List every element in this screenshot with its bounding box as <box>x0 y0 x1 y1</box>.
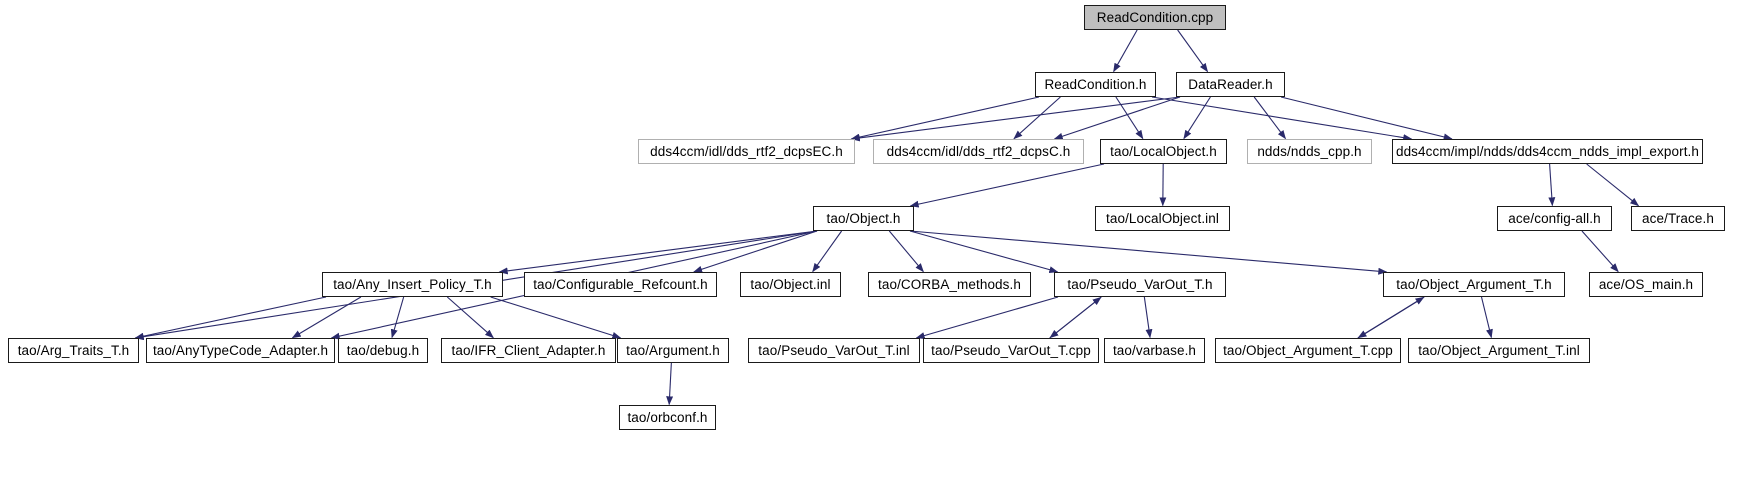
graph-node-tao-ifr-client-adapter-h[interactable]: tao/IFR_Client_Adapter.h <box>441 338 616 363</box>
graph-node-tao-object-inl[interactable]: tao/Object.inl <box>740 272 841 297</box>
graph-edge <box>909 230 1388 275</box>
graph-edge <box>915 296 1059 339</box>
graph-edge <box>1053 96 1181 140</box>
graph-edge <box>1480 296 1493 339</box>
graph-node-tao-corba-methods-h[interactable]: tao/CORBA_methods.h <box>868 272 1031 297</box>
graph-node-tao-pseudo-varout-t-inl[interactable]: tao/Pseudo_VarOut_T.inl <box>748 338 920 363</box>
graph-node-tao-localobject-inl[interactable]: tao/LocalObject.inl <box>1095 206 1230 231</box>
graph-edge <box>1013 96 1061 140</box>
graph-node-tao-arg-traits-t-h[interactable]: tao/Arg_Traits_T.h <box>8 338 139 363</box>
graph-edge <box>1548 163 1556 207</box>
graph-node-label: ace/config-all.h <box>1508 210 1601 226</box>
graph-node-label: tao/Argument.h <box>626 342 720 358</box>
graph-node-label: ReadCondition.cpp <box>1096 9 1214 25</box>
graph-edge <box>1049 296 1102 339</box>
graph-node-ndds-ndds-cpp-h[interactable]: ndds/ndds_cpp.h <box>1247 139 1372 164</box>
graph-node-label: tao/IFR_Client_Adapter.h <box>451 342 606 358</box>
graph-node-label: tao/Pseudo_VarOut_T.h <box>1067 276 1213 292</box>
graph-node-label: ndds/ndds_cpp.h <box>1257 143 1362 159</box>
graph-node-tao-varbase-h[interactable]: tao/varbase.h <box>1104 338 1205 363</box>
graph-node-label: tao/Object_Argument_T.cpp <box>1223 342 1393 358</box>
graph-node-tao-debug-h[interactable]: tao/debug.h <box>338 338 428 363</box>
graph-edge <box>1581 230 1619 273</box>
graph-node-ace-os-main-h[interactable]: ace/OS_main.h <box>1589 272 1703 297</box>
graph-edge <box>812 230 843 273</box>
graph-node-readcondition-cpp[interactable]: ReadCondition.cpp <box>1084 5 1226 30</box>
graph-node-label: tao/Arg_Traits_T.h <box>17 342 130 358</box>
graph-node-label: tao/CORBA_methods.h <box>878 276 1021 292</box>
graph-node-label: tao/Object_Argument_T.inl <box>1418 342 1580 358</box>
graph-node-label: tao/Object_Argument_T.h <box>1396 276 1552 292</box>
graph-node-tao-pseudo-varout-t-h[interactable]: tao/Pseudo_VarOut_T.h <box>1054 272 1226 297</box>
graph-node-label: ace/Trace.h <box>1642 210 1714 226</box>
graph-edge <box>134 296 327 340</box>
graph-node-tao-configurable-refcount-h[interactable]: tao/Configurable_Refcount.h <box>524 272 717 297</box>
graph-edge <box>909 230 1059 274</box>
graph-node-label: tao/Configurable_Refcount.h <box>533 276 708 292</box>
graph-node-label: tao/LocalObject.h <box>1110 143 1217 159</box>
graph-node-tao-argument-h[interactable]: tao/Argument.h <box>617 338 729 363</box>
graph-node-label: dds4ccm/impl/ndds/dds4ccm_ndds_impl_expo… <box>1395 143 1700 159</box>
graph-node-label: tao/Any_Insert_Policy_T.h <box>333 276 492 292</box>
graph-node-label: ace/OS_main.h <box>1598 276 1694 292</box>
graph-edge <box>666 362 674 406</box>
graph-node-label: tao/LocalObject.inl <box>1106 210 1219 226</box>
graph-edge <box>1280 96 1453 141</box>
graph-edge <box>850 96 1040 141</box>
graph-edge <box>1183 96 1211 140</box>
graph-edge <box>1115 96 1144 140</box>
graph-node-label: tao/Object.h <box>826 210 901 226</box>
graph-node-label: tao/orbconf.h <box>627 409 708 425</box>
graph-edge <box>850 96 1181 142</box>
graph-edge <box>446 296 494 339</box>
graph-node-dds-rtf2-dcpsec-h[interactable]: dds4ccm/idl/dds_rtf2_dcpsEC.h <box>638 139 855 164</box>
graph-node-tao-object-argument-t-cpp[interactable]: tao/Object_Argument_T.cpp <box>1215 338 1401 363</box>
graph-node-label: DataReader.h <box>1188 76 1273 92</box>
graph-node-tao-localobject-h[interactable]: tao/LocalObject.h <box>1100 139 1227 164</box>
graph-node-readcondition-h[interactable]: ReadCondition.h <box>1035 72 1156 97</box>
graph-node-label: dds4ccm/idl/dds_rtf2_dcpsEC.h <box>650 143 843 159</box>
graph-edge <box>888 230 924 273</box>
graph-node-datareader-h[interactable]: DataReader.h <box>1176 72 1285 97</box>
graph-edge <box>1151 96 1413 142</box>
graph-node-label: tao/varbase.h <box>1112 342 1197 358</box>
graph-node-tao-any-insert-policy-t-h[interactable]: tao/Any_Insert_Policy_T.h <box>322 272 503 297</box>
graph-node-label: tao/Pseudo_VarOut_T.cpp <box>931 342 1091 358</box>
graph-node-ace-config-all-h[interactable]: ace/config-all.h <box>1497 206 1612 231</box>
graph-node-label: tao/AnyTypeCode_Adapter.h <box>152 342 329 358</box>
graph-node-dds-rtf2-dcpsc-h[interactable]: dds4ccm/idl/dds_rtf2_dcpsC.h <box>873 139 1084 164</box>
graph-node-tao-pseudo-varout-t-cpp[interactable]: tao/Pseudo_VarOut_T.cpp <box>923 338 1099 363</box>
graph-node-label: tao/Pseudo_VarOut_T.inl <box>758 342 910 358</box>
graph-edge <box>498 230 818 275</box>
graph-edge <box>909 163 1105 208</box>
graph-edge <box>1357 296 1425 339</box>
graph-node-label: tao/debug.h <box>346 342 420 358</box>
graph-node-tao-orbconf-h[interactable]: tao/orbconf.h <box>619 405 716 430</box>
graph-edge <box>390 296 405 339</box>
graph-edge <box>1177 29 1209 73</box>
graph-node-tao-object-h[interactable]: tao/Object.h <box>813 206 914 231</box>
graph-edge <box>1253 96 1286 140</box>
graph-node-dds4ccm-ndds-impl-export-h[interactable]: dds4ccm/impl/ndds/dds4ccm_ndds_impl_expo… <box>1392 139 1703 164</box>
graph-node-tao-object-argument-t-inl[interactable]: tao/Object_Argument_T.inl <box>1408 338 1590 363</box>
graph-node-label: tao/Object.inl <box>750 276 831 292</box>
graph-edge <box>490 296 622 339</box>
graph-node-label: dds4ccm/idl/dds_rtf2_dcpsC.h <box>886 143 1071 159</box>
graph-edge <box>291 296 362 339</box>
graph-edge <box>1143 296 1153 339</box>
graph-node-tao-anytypecode-adapter-h[interactable]: tao/AnyTypeCode_Adapter.h <box>146 338 335 363</box>
graph-node-ace-trace-h[interactable]: ace/Trace.h <box>1631 206 1725 231</box>
graph-edge <box>1113 29 1138 73</box>
graph-edge <box>693 230 818 273</box>
graph-node-label: ReadCondition.h <box>1044 76 1147 92</box>
graph-edge <box>1586 163 1640 207</box>
graph-node-tao-object-argument-t-h[interactable]: tao/Object_Argument_T.h <box>1383 272 1565 297</box>
